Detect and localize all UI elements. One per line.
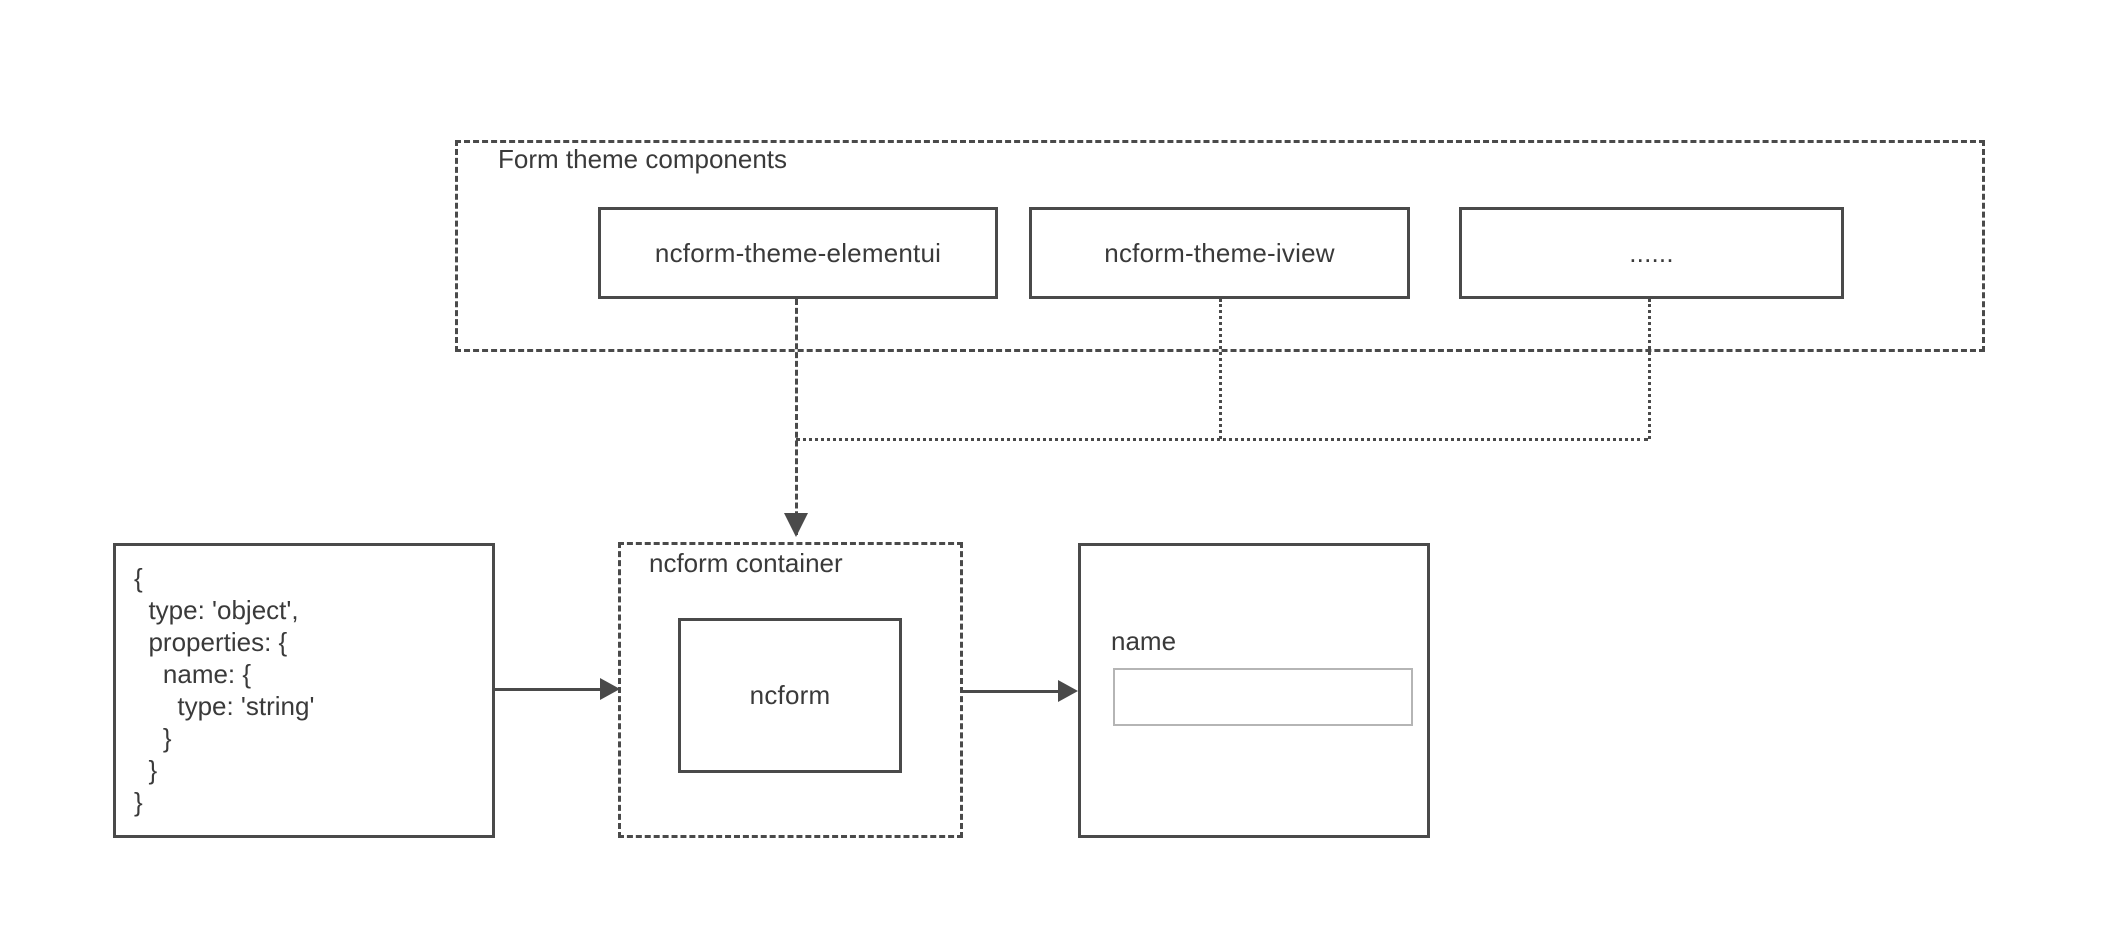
name-field-input[interactable] (1113, 668, 1413, 726)
connector-iview-vertical (1219, 299, 1222, 439)
code-line: } (134, 755, 158, 785)
code-line: } (134, 787, 143, 817)
ncform-box-label: ncform (749, 680, 831, 710)
connector-others-vertical (1648, 299, 1651, 439)
theme-box-label: ncform-theme-elementui (654, 237, 942, 268)
ncform-box[interactable]: ncform (678, 618, 902, 773)
ncform-container-group (618, 542, 963, 838)
code-line: } (134, 723, 172, 753)
rendered-form-panel: name (1078, 543, 1430, 838)
code-line: type: 'object', (134, 595, 299, 625)
connector-container-to-form-line (963, 690, 1063, 693)
theme-box-label: ...... (1629, 237, 1674, 268)
theme-box-ncform-theme-iview[interactable]: ncform-theme-iview (1029, 207, 1410, 299)
connector-elementui-vertical (795, 299, 798, 535)
form-theme-components-title: Form theme components (498, 144, 788, 174)
connector-container-to-form-arrowhead (1058, 680, 1078, 702)
name-field-label: name (1111, 626, 1177, 656)
theme-box-ncform-theme-elementui[interactable]: ncform-theme-elementui (598, 207, 998, 299)
code-line: properties: { (134, 627, 288, 657)
json-schema-box: { type: 'object', properties: { name: { … (113, 543, 495, 838)
connector-theme-bus-horizontal (796, 438, 1648, 441)
theme-box-label: ncform-theme-iview (1104, 237, 1335, 268)
theme-box-others[interactable]: ...... (1459, 207, 1844, 299)
code-line: type: 'string' (134, 691, 315, 721)
code-line: { (134, 563, 143, 593)
connector-schema-to-container-line (495, 688, 603, 691)
connector-schema-to-container-arrowhead (600, 678, 620, 700)
ncform-container-title: ncform container (649, 548, 843, 578)
code-line: name: { (134, 659, 252, 689)
connector-elementui-arrowhead (784, 513, 808, 537)
